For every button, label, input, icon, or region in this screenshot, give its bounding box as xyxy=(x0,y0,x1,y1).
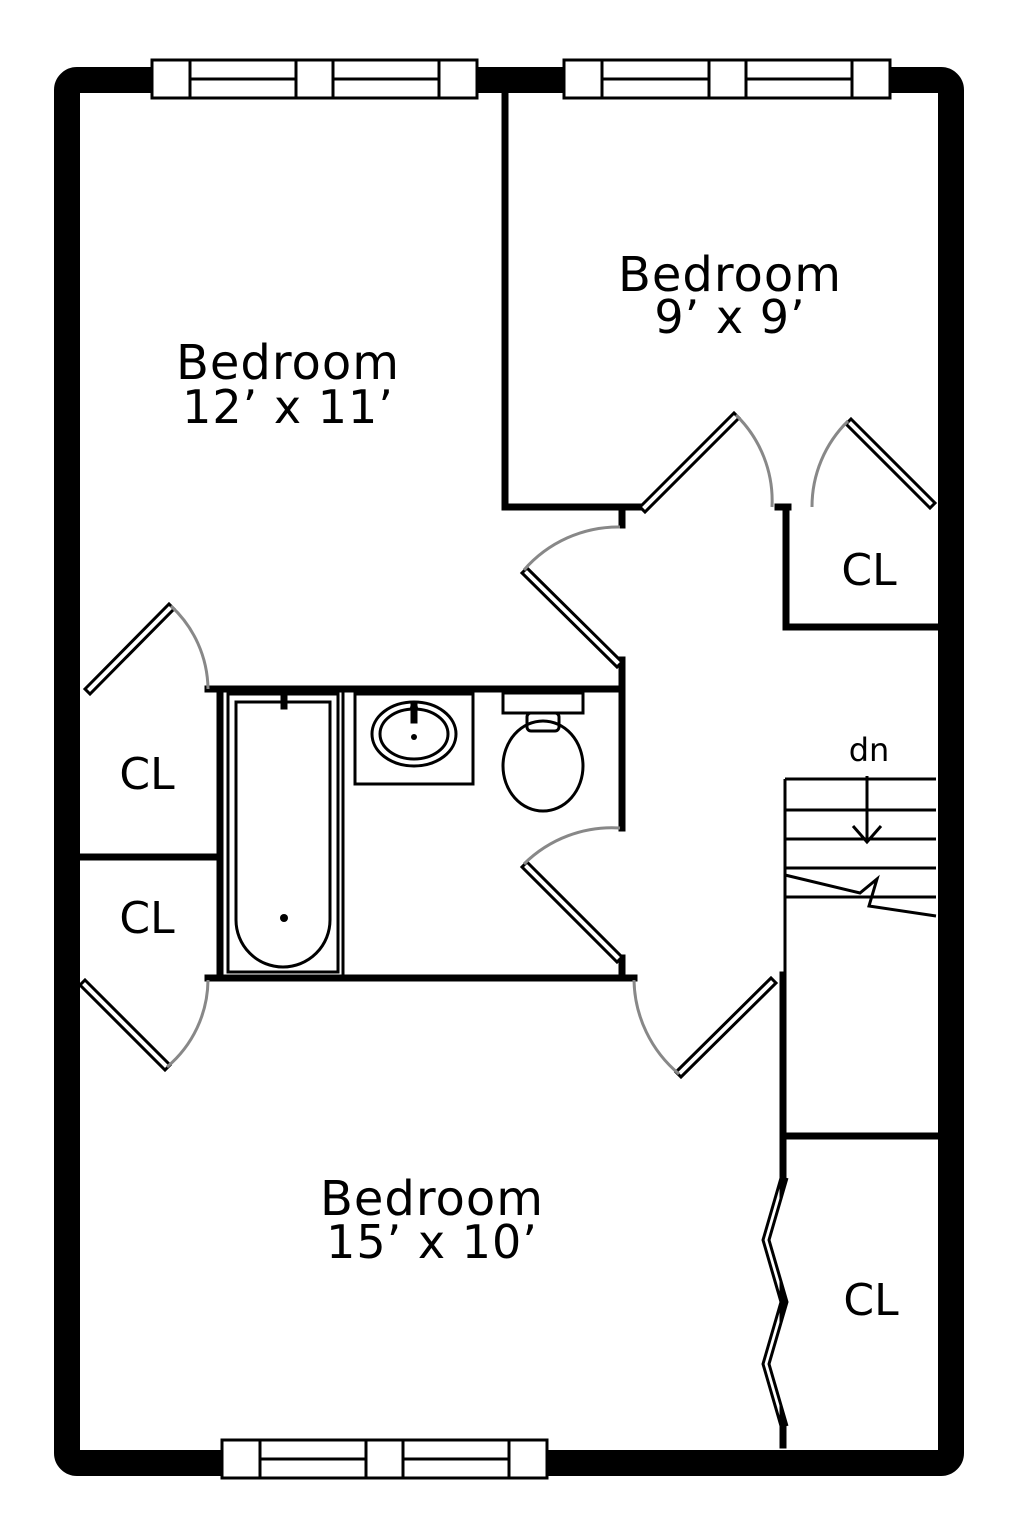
room-name: Bedroom xyxy=(176,335,400,391)
closet-label-left-upper: CL xyxy=(119,749,175,800)
room-dimensions: 15’ x 10’ xyxy=(326,1215,538,1269)
window-bottom xyxy=(220,1438,549,1480)
room-dimensions: 9’ x 9’ xyxy=(654,290,805,344)
window-top-left xyxy=(150,58,479,100)
bifold-door-closet[interactable] xyxy=(761,1177,789,1427)
closet-label-left-lower: CL xyxy=(119,893,175,944)
sink xyxy=(353,692,475,786)
room-name: Bedroom xyxy=(320,1171,544,1227)
door-bedroom-15x10[interactable] xyxy=(632,975,779,1080)
toilet xyxy=(501,691,585,813)
room-bedroom-9x9: Bedroom 9’ x 9’ xyxy=(618,247,842,344)
door-closet-left-lower[interactable] xyxy=(77,977,210,1073)
room-dimensions: 12’ x 11’ xyxy=(182,380,394,434)
room-bedroom-12x11: Bedroom 12’ x 11’ xyxy=(176,335,400,434)
room-bedroom-15x10: Bedroom 15’ x 10’ xyxy=(320,1171,544,1269)
door-bedroom-12x11[interactable] xyxy=(519,525,625,670)
door-bedroom-9x9[interactable] xyxy=(637,410,774,515)
bathtub xyxy=(226,688,340,974)
closet-label-right-upper: CL xyxy=(841,545,897,596)
door-bathroom[interactable] xyxy=(519,826,625,965)
window-top-right xyxy=(562,58,892,100)
room-name: Bedroom xyxy=(618,247,842,303)
stairs-direction-label: dn xyxy=(849,731,890,769)
door-closet-left-upper[interactable] xyxy=(82,601,210,697)
door-closet-right[interactable] xyxy=(810,416,938,511)
staircase xyxy=(783,776,937,975)
closet-label-right-lower: CL xyxy=(843,1275,899,1326)
